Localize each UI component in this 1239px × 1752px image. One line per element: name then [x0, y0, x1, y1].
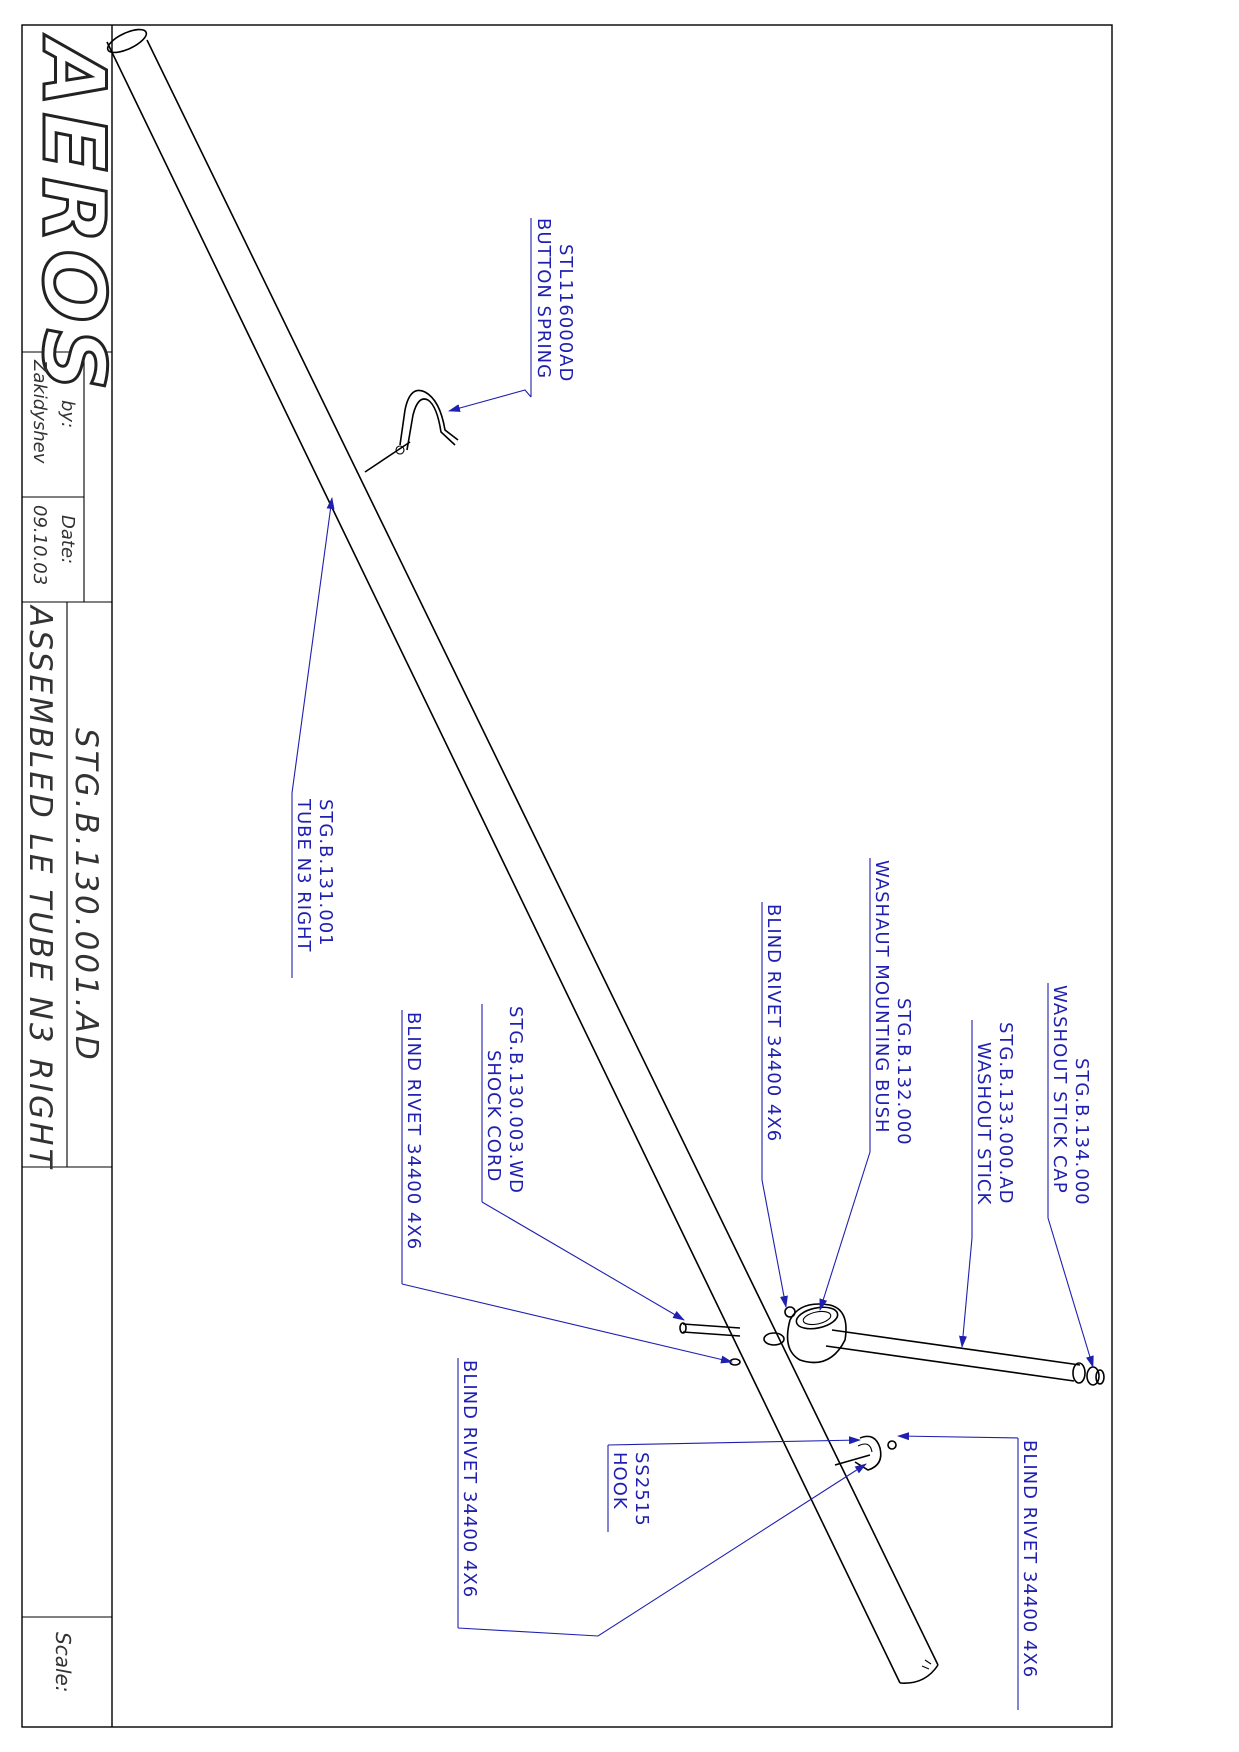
drawing-border	[21, 24, 1113, 1728]
date-label: Date:	[57, 515, 78, 564]
drawing-number: STG.B.130.001.AD	[68, 728, 104, 1063]
label-washout-cap-name: WASHOUT STICK CAP	[1049, 985, 1070, 1194]
label-rivet-3: BLIND RIVET 34400 4X6	[459, 1360, 480, 1598]
label-tube-name: TUBE N3 RIGHT	[293, 798, 314, 953]
scale-label: Scale:	[51, 1632, 75, 1693]
label-washout-stick-name: WASHOUT STICK	[973, 1042, 994, 1205]
drawing-title: ASSEMBLED LE TUBE N3 RIGHT	[22, 604, 58, 1170]
aeros-logo: AEROS	[23, 34, 123, 397]
label-shock-cord-name: SHOCK CORD	[483, 1050, 504, 1182]
label-rivet-2: BLIND RIVET 34400 4X6	[403, 1012, 424, 1250]
hook-part	[834, 1435, 897, 1471]
label-mounting-bush-code: STG.B.132.000	[893, 998, 914, 1146]
button-spring-part	[364, 389, 459, 473]
label-rivet-4: BLIND RIVET 34400 4X6	[1019, 1440, 1040, 1678]
callout-labels: STL116000AD BUTTON SPRING STG.B.131.001 …	[293, 218, 1092, 1678]
label-button-spring-code: STL116000AD	[555, 244, 576, 382]
shock-cord-part	[679, 1322, 741, 1366]
le-tube	[106, 28, 939, 1684]
label-button-spring-name: BUTTON SPRING	[533, 218, 554, 379]
author-name: Zakidyshev	[29, 359, 50, 464]
label-mounting-bush-name: WASHAUT MOUNTING BUSH	[871, 860, 892, 1134]
by-label: by:	[57, 400, 78, 428]
label-tube-code: STG.B.131.001	[315, 799, 336, 947]
label-hook-name: HOOK	[609, 1452, 630, 1510]
label-washout-cap-code: STG.B.134.000	[1071, 1058, 1092, 1206]
callout-leaders	[291, 218, 1094, 1710]
washout-assembly-part	[763, 1303, 1105, 1386]
title-block: AEROS by: Date: Zakidyshev 09.10.03 STG.…	[22, 25, 125, 1727]
label-hook-code: SS2515	[631, 1452, 652, 1527]
label-rivet-1: BLIND RIVET 34400 4X6	[763, 904, 784, 1142]
label-shock-cord-code: STG.B.130.003.WD	[505, 1006, 526, 1194]
drawing-date: 09.10.03	[29, 505, 50, 585]
label-washout-stick-code: STG.B.133.000.AD	[995, 1022, 1016, 1205]
